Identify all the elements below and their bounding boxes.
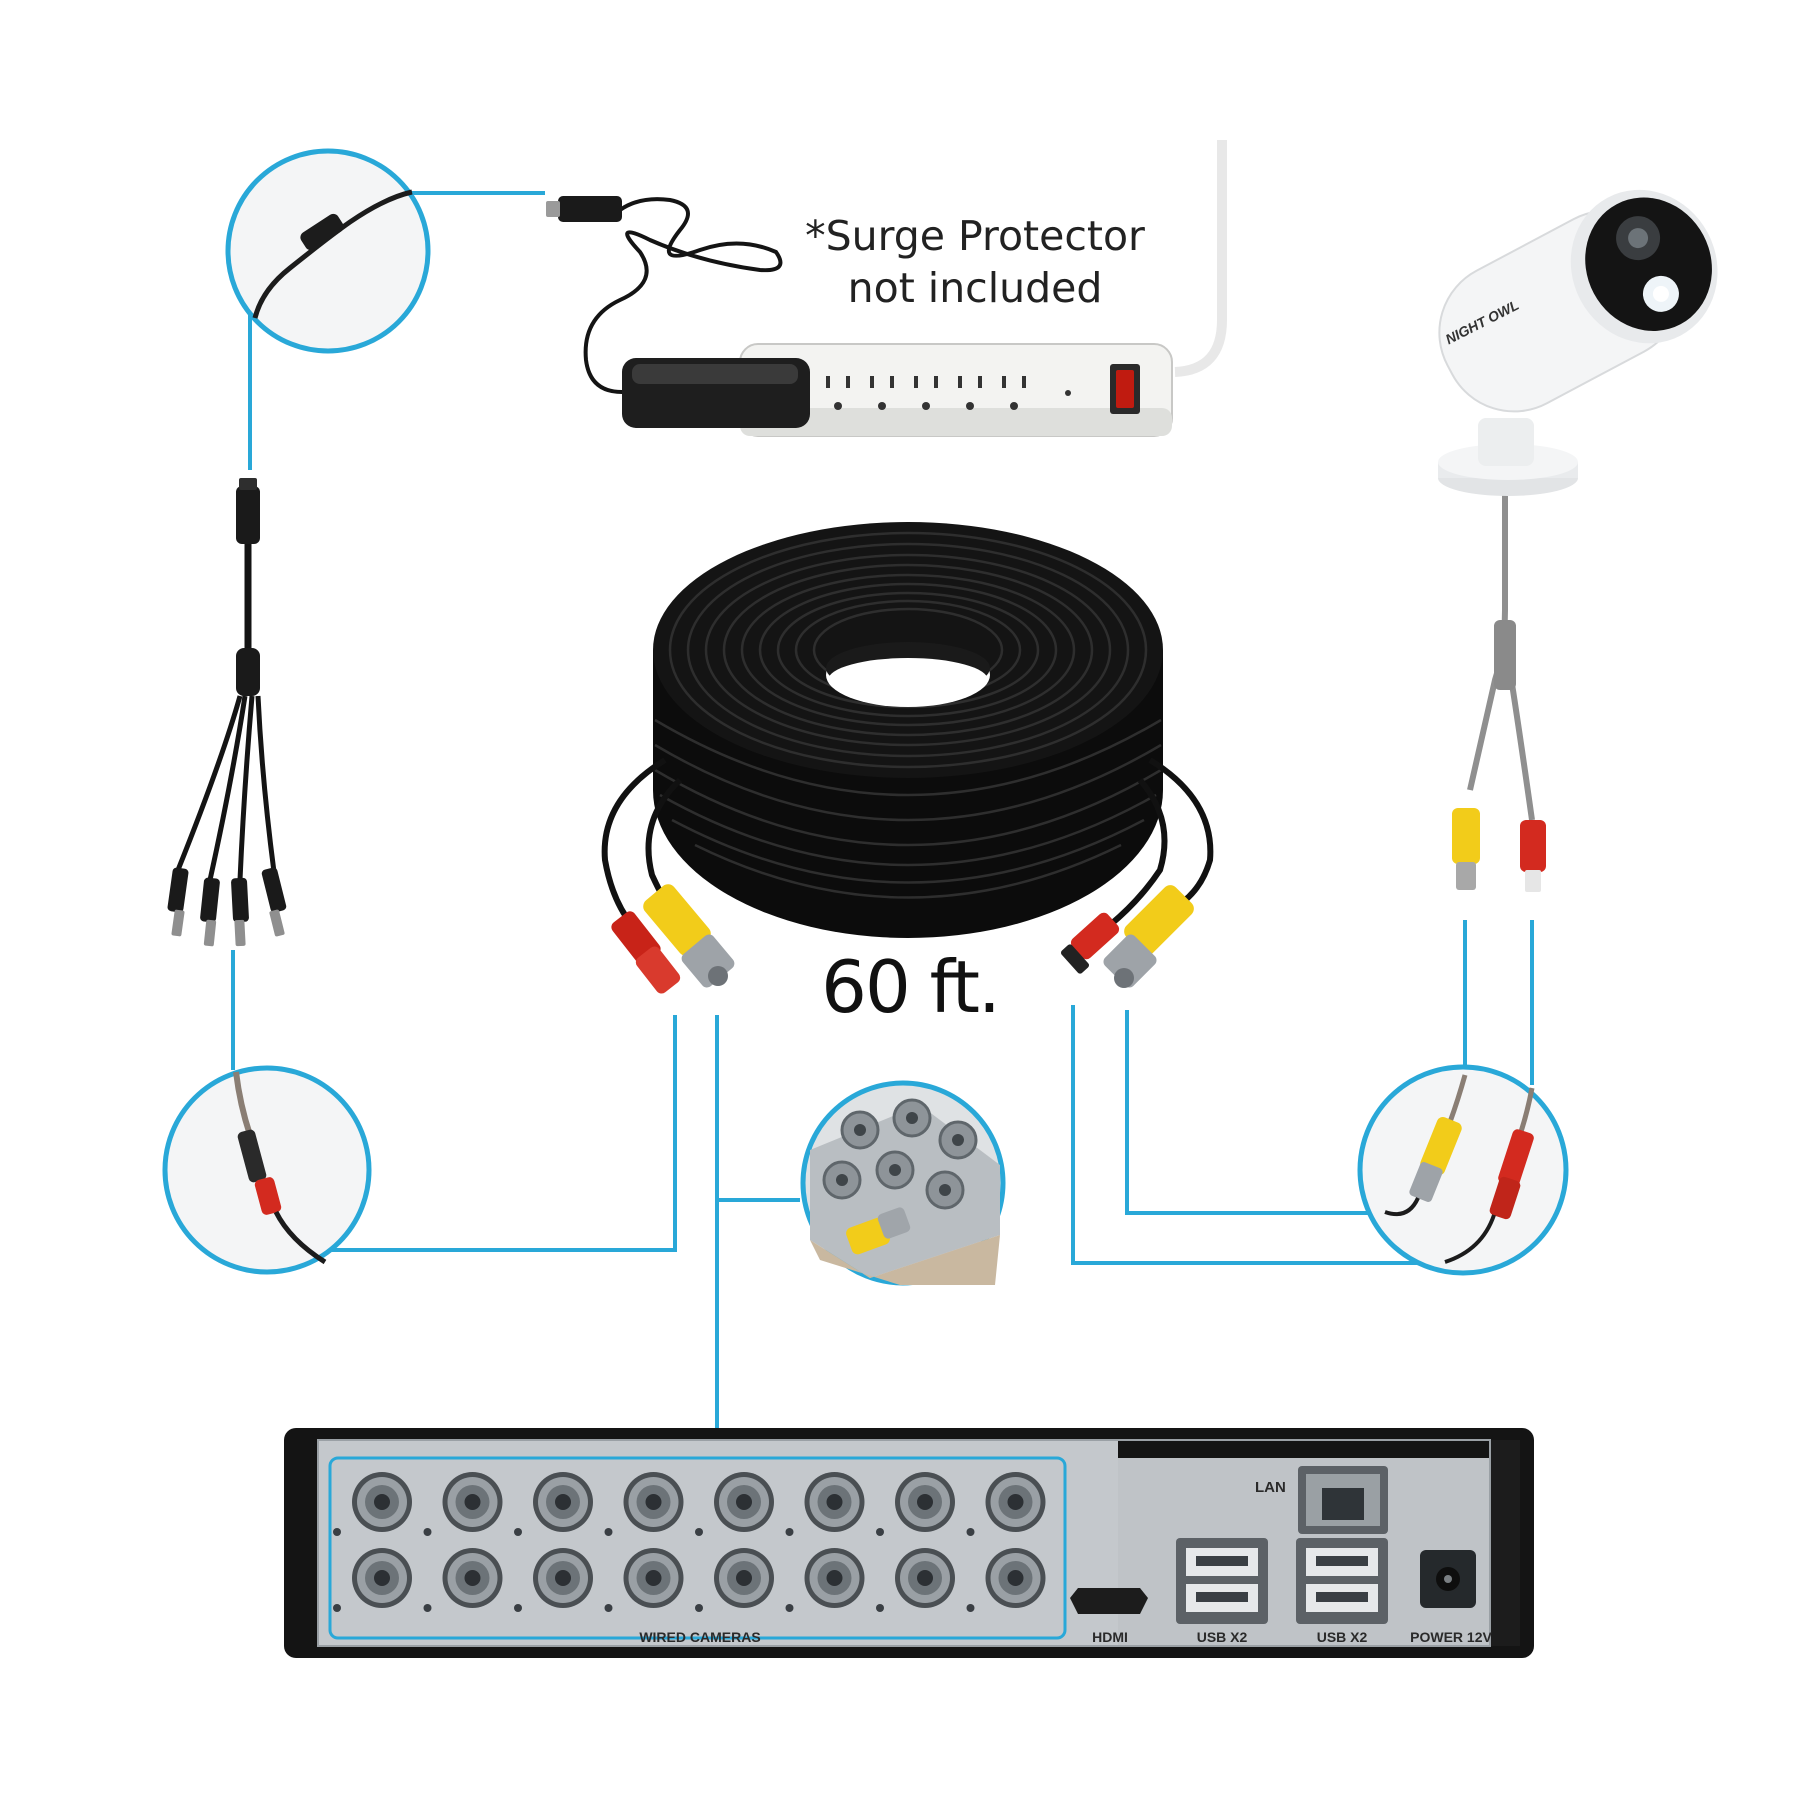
surge-protector [739, 140, 1227, 437]
panel-screw [514, 1528, 522, 1536]
bnc-port [533, 1472, 593, 1532]
panel-screw [423, 1604, 432, 1612]
connector-lines [231, 191, 1534, 1460]
bnc-port-array [333, 1472, 1046, 1612]
panel-screw [785, 1528, 794, 1536]
bnc-port [623, 1548, 684, 1608]
bnc-port [623, 1472, 684, 1532]
bnc-port [714, 1548, 774, 1608]
power-splitter [167, 478, 287, 947]
bnc-port [985, 1472, 1046, 1532]
bnc-port [352, 1548, 412, 1608]
panel-screw [966, 1604, 975, 1612]
bnc-port [352, 1472, 412, 1532]
panel-screw [785, 1604, 794, 1612]
wired-cameras-label: WIRED CAMERAS [639, 1629, 761, 1645]
zoom-splitter-junction [225, 148, 431, 354]
usb-left-label: USB X2 [1196, 1629, 1248, 1645]
power-label: POWER 12V [1410, 1629, 1492, 1645]
line-right-power [1071, 1005, 1440, 1265]
panel-screw [966, 1528, 975, 1536]
note-line-2: not included [847, 264, 1103, 312]
zoom-bnc-inputs [800, 1080, 1006, 1286]
bnc-port [804, 1548, 865, 1608]
lan-label: LAN [1255, 1479, 1286, 1496]
bnc-port [895, 1548, 955, 1608]
bnc-port [895, 1472, 955, 1532]
panel-screw [514, 1604, 522, 1612]
panel-screw [333, 1604, 341, 1612]
note-line-1: *Surge Protector [805, 212, 1145, 260]
rear-io-ports [1070, 1466, 1476, 1624]
bnc-port [804, 1472, 865, 1532]
cable-length-label: 60 ft. [821, 945, 1001, 1029]
panel-screw [876, 1604, 884, 1612]
bullet-camera [1438, 189, 1718, 892]
left-cable-plugs [611, 884, 735, 994]
bnc-port [442, 1548, 503, 1608]
zoom-camera-junction [1357, 1064, 1569, 1276]
panel-screw [423, 1528, 432, 1536]
bnc-port [442, 1472, 503, 1532]
usb-right-label: USB X2 [1316, 1629, 1368, 1645]
hdmi-label: HDMI [1092, 1629, 1128, 1645]
panel-screw [604, 1528, 613, 1536]
panel-screw [333, 1528, 341, 1536]
zoom-power-connection [162, 1065, 372, 1275]
bnc-port [533, 1548, 593, 1608]
panel-screw [604, 1604, 613, 1612]
panel-screw [695, 1528, 703, 1536]
bnc-port [714, 1472, 774, 1532]
bnc-port [985, 1548, 1046, 1608]
line-right-video [1125, 1010, 1380, 1215]
panel-screw [695, 1604, 703, 1612]
right-cable-plugs [1060, 885, 1194, 988]
panel-screw [876, 1528, 884, 1536]
power-adapter [546, 196, 810, 428]
surge-protector-note: *Surge Protector not included [755, 210, 1195, 314]
bnc-cable-coil [601, 522, 1214, 942]
line-power-to-dvr-zone [330, 1015, 677, 1252]
